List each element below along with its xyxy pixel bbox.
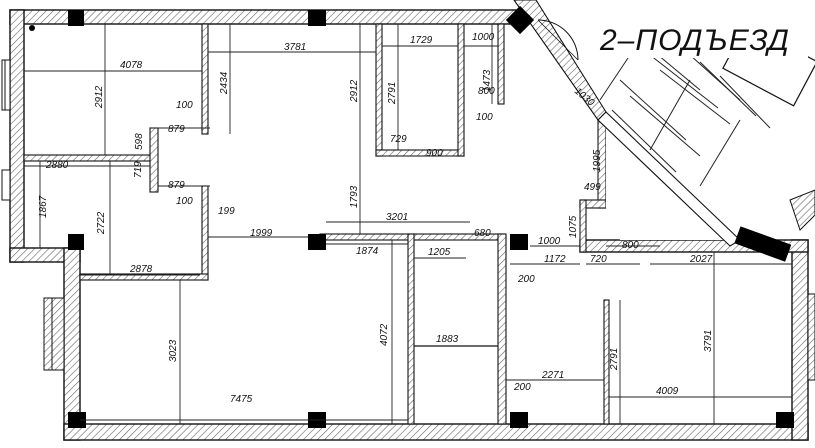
title-backdrop bbox=[596, 14, 808, 58]
dim-label: 200 bbox=[513, 382, 531, 393]
dim-label: 199 bbox=[218, 206, 235, 217]
marker-dot bbox=[29, 25, 35, 31]
dim-label: 1874 bbox=[356, 246, 379, 257]
dim-label: 1867 bbox=[38, 195, 49, 218]
dim-label: 100 bbox=[176, 100, 193, 111]
column bbox=[776, 412, 794, 428]
dim-label: 2791 bbox=[609, 348, 620, 371]
column bbox=[68, 234, 84, 250]
dim-label: 1000 bbox=[538, 236, 561, 247]
dim-label: 2271 bbox=[541, 370, 564, 381]
window-right-lower bbox=[807, 293, 815, 381]
dim-label: 1473 bbox=[482, 69, 493, 92]
dim-label: 100 bbox=[476, 112, 493, 123]
column bbox=[308, 234, 326, 250]
dim-label: 1883 bbox=[436, 334, 459, 345]
dim-label: 720 bbox=[590, 254, 607, 265]
dim-label: 2878 bbox=[129, 264, 153, 275]
dim-label: 2722 bbox=[96, 211, 107, 235]
dim-label: 800 bbox=[622, 240, 639, 251]
dim-label: 3781 bbox=[284, 42, 306, 53]
window-left-lower bbox=[43, 297, 65, 371]
dim-label: 598 bbox=[134, 133, 145, 150]
dim-label: 719 bbox=[133, 161, 144, 178]
dim-label: 3791 bbox=[703, 330, 714, 352]
dim-label: 2027 bbox=[689, 254, 713, 265]
dim-label: 4072 bbox=[379, 323, 390, 346]
column bbox=[68, 412, 86, 428]
column bbox=[510, 412, 528, 428]
dim-label: 2912 bbox=[94, 85, 105, 109]
interior-walls bbox=[23, 23, 610, 425]
dim-label: 7475 bbox=[230, 394, 253, 405]
dim-label: 729 bbox=[390, 134, 407, 145]
dimension-lines bbox=[24, 24, 792, 424]
dim-label: 1793 bbox=[349, 185, 360, 208]
dim-label: 3023 bbox=[168, 339, 179, 362]
dim-label: 4078 bbox=[120, 60, 143, 71]
dim-label: 2912 bbox=[349, 79, 360, 103]
dim-label: 1000 bbox=[472, 32, 495, 43]
dim-label: 1999 bbox=[250, 228, 273, 239]
dim-label: 1075 bbox=[568, 215, 579, 238]
dim-label: 680 bbox=[474, 228, 491, 239]
dim-label: 1205 bbox=[428, 247, 451, 258]
column bbox=[734, 226, 792, 262]
dim-label: 200 bbox=[517, 274, 535, 285]
column bbox=[505, 5, 535, 35]
dim-label: 499 bbox=[584, 182, 601, 193]
columns bbox=[68, 5, 794, 428]
dim-label: 3201 bbox=[386, 212, 408, 223]
dim-label: 2791 bbox=[387, 82, 398, 105]
dim-label: 879 bbox=[168, 124, 185, 135]
entrance-label: 2–ПОДЪЕЗД bbox=[599, 24, 790, 57]
column bbox=[308, 10, 326, 26]
column bbox=[510, 234, 528, 250]
dim-label: 1729 bbox=[410, 35, 433, 46]
dimension-labels: 4078 3781 1729 1000 1473 2912 2434 2912 … bbox=[38, 32, 714, 405]
dim-label: 1172 bbox=[544, 254, 566, 265]
dim-label: 2880 bbox=[45, 160, 69, 171]
dim-label: 1995 bbox=[592, 149, 603, 172]
dim-label: 4009 bbox=[656, 386, 679, 397]
dim-label: 900 bbox=[426, 148, 443, 159]
dim-label: 2434 bbox=[219, 71, 230, 95]
dim-label: 100 bbox=[176, 196, 193, 207]
dim-label: 879 bbox=[168, 180, 185, 191]
staircase bbox=[513, 0, 815, 247]
window-left-upper bbox=[1, 59, 11, 201]
column bbox=[68, 10, 84, 26]
dim-label: 800 bbox=[478, 86, 495, 97]
outer-walls bbox=[9, 9, 809, 441]
